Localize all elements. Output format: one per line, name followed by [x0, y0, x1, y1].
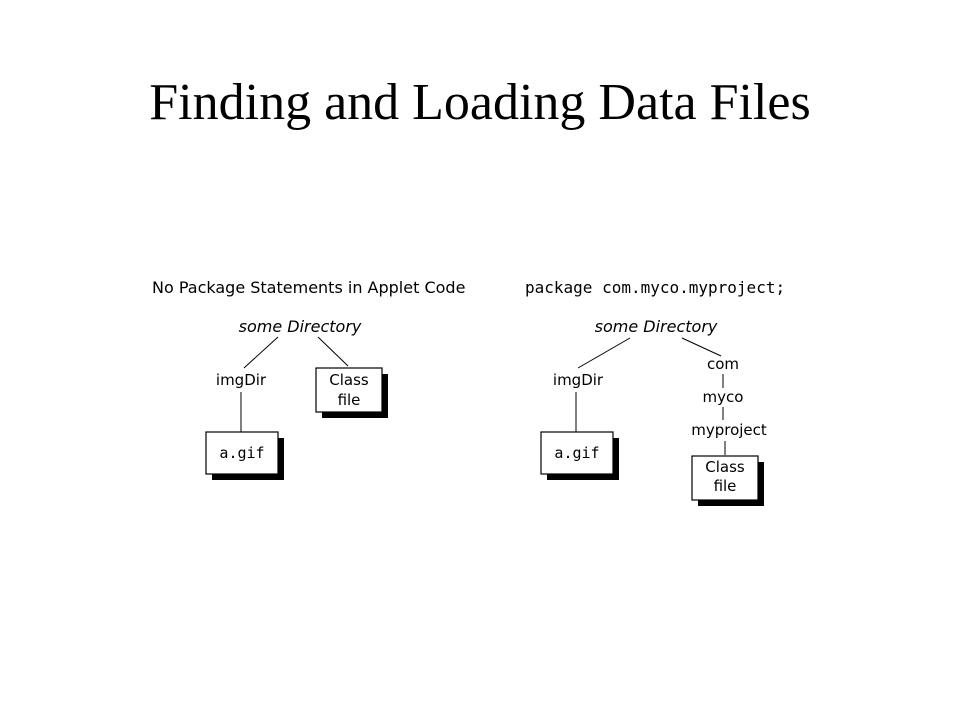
right-myco-label: myco	[703, 388, 744, 406]
left-class-file-node: Class file	[315, 367, 388, 418]
slide-title: Finding and Loading Data Files	[149, 74, 811, 131]
right-image-file-label: a.gif	[554, 444, 599, 462]
right-com-label: com	[707, 355, 739, 373]
left-class-file-label-2: file	[338, 391, 361, 409]
left-class-file-label-1: Class	[329, 371, 369, 389]
right-tree-caption: package com.myco.myproject;	[525, 278, 785, 297]
left-root-directory: some Directory	[239, 317, 362, 336]
right-imgdir-label: imgDir	[553, 371, 604, 389]
left-imgdir-label: imgDir	[216, 371, 267, 389]
left-tree: No Package Statements in Applet Code som…	[152, 278, 465, 480]
left-image-file-label: a.gif	[219, 444, 264, 462]
right-image-file-node: a.gif	[540, 431, 619, 480]
left-tree-caption: No Package Statements in Applet Code	[152, 278, 465, 297]
left-edge-root-class	[317, 336, 349, 367]
left-edge-root-imgdir	[243, 336, 279, 369]
right-edge-root-com	[681, 337, 722, 357]
right-root-directory: some Directory	[595, 317, 718, 336]
right-class-file-label-2: file	[714, 477, 737, 495]
right-edge-root-imgdir	[577, 337, 631, 369]
right-tree: package com.myco.myproject; some Directo…	[525, 278, 785, 506]
right-class-file-label-1: Class	[705, 458, 745, 476]
right-myproject-label: myproject	[691, 421, 767, 439]
right-class-file-node: Class file	[691, 455, 764, 506]
left-image-file-node: a.gif	[205, 431, 284, 480]
